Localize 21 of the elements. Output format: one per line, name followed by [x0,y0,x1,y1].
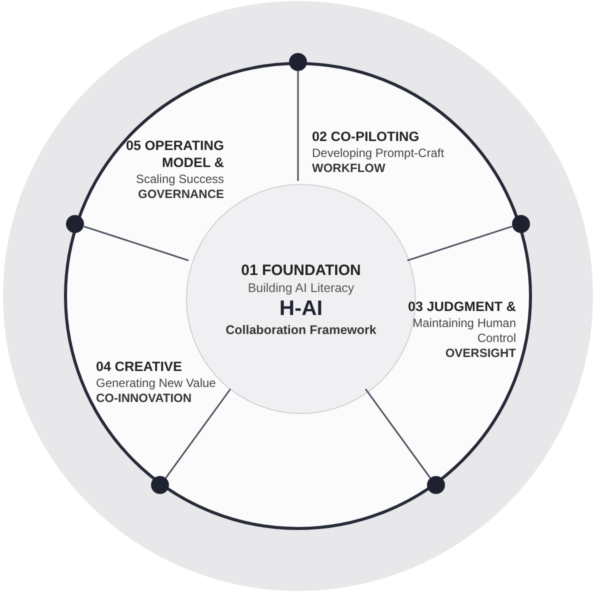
title: H-AI [279,296,323,320]
segment-heading: 04 CREATIVE [96,358,184,375]
segment-keyword: GOVERNANCE [136,187,224,202]
segment-description: Scaling Success [134,172,224,187]
subtitle: Collaboration Framework [226,322,376,336]
heading: 01 FOUNDATION [241,262,361,278]
segment-keyword: CO-INNOVATION [96,391,193,406]
segment-heading: 02 CO-PILOTING [312,128,420,145]
segment-description: Generating New Value [96,376,217,391]
segment-keyword: WORKFLOW [312,161,386,176]
spoke-line [364,388,431,478]
segment-heading: 05 OPERATING MODEL & [124,137,224,171]
segment-description: Developing Prompt-Craft [312,146,446,161]
spoke-line [84,226,189,262]
spoke-line [297,71,299,181]
segment-keyword: OVERSIGHT [444,346,516,361]
subtitle: Building AI Literacy [248,280,354,294]
spoke-line [407,226,512,262]
segment-description: Maintaining Human Control [412,316,516,346]
spoke-line [165,388,232,478]
segment-heading: 03 JUDGMENT & [406,298,516,315]
